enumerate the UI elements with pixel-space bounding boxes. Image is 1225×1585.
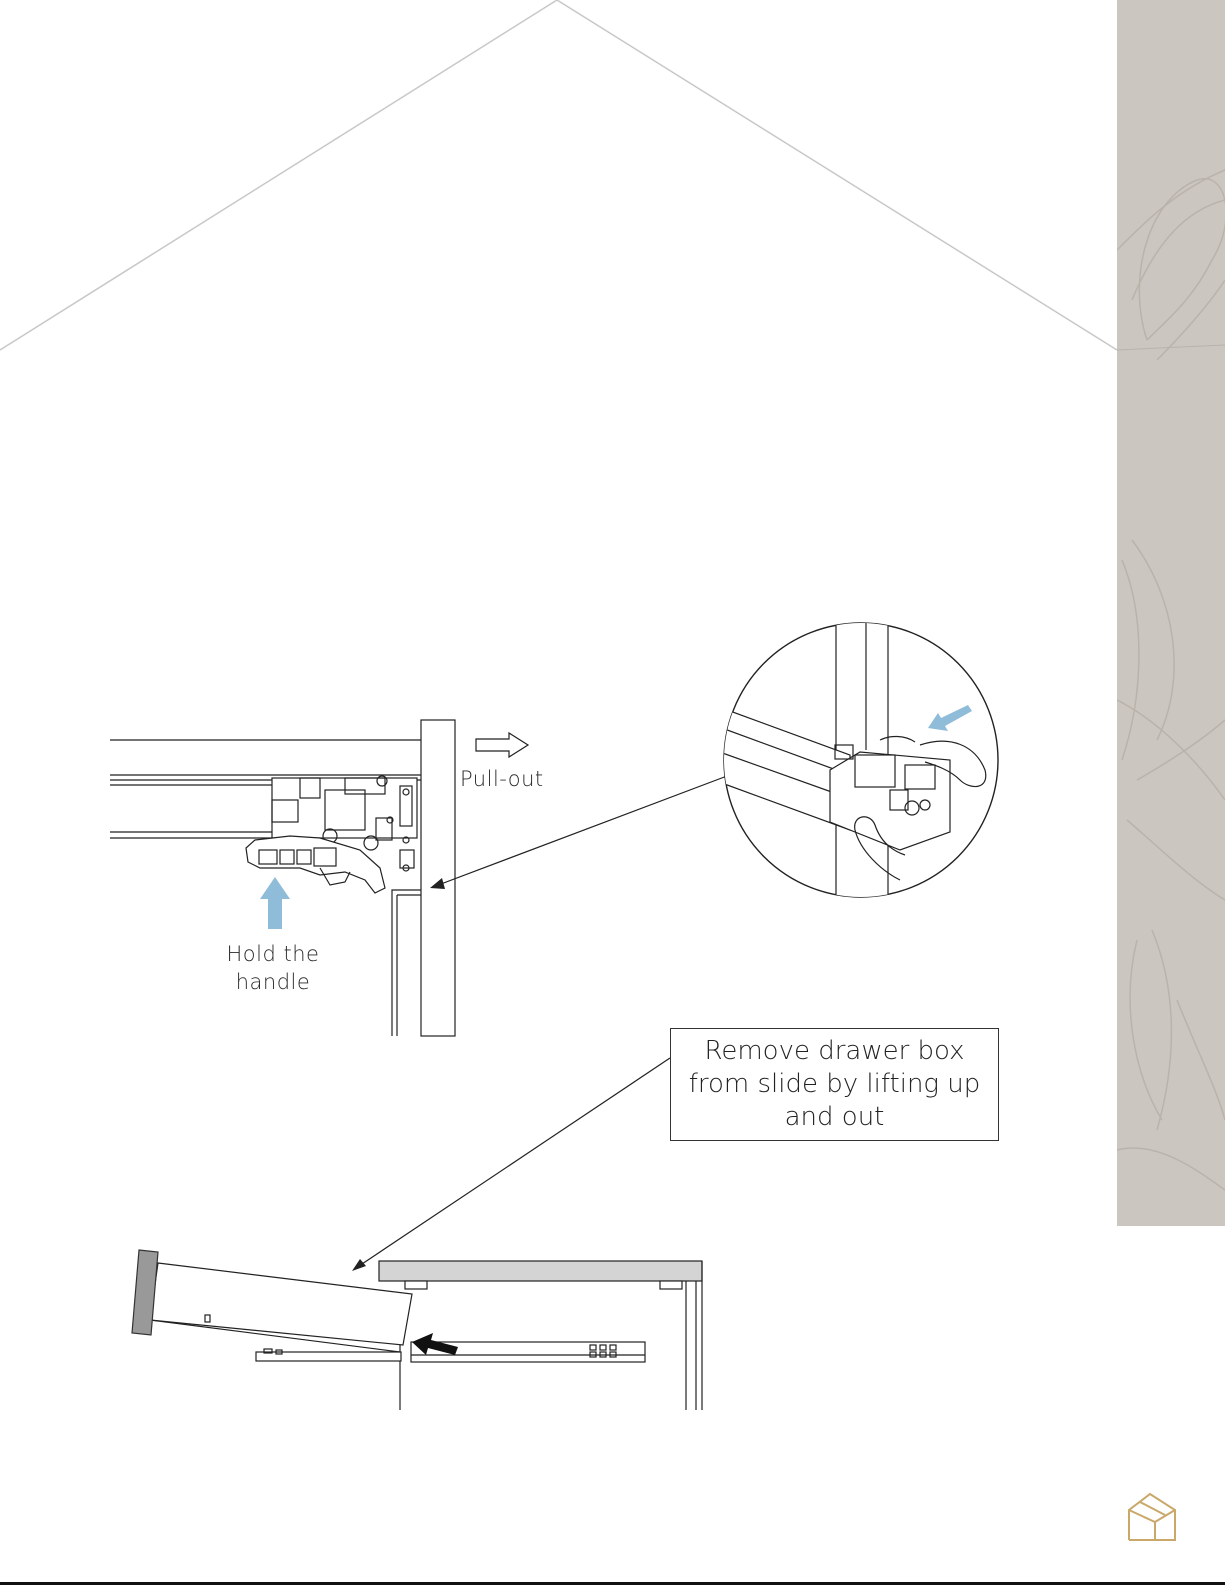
locking-clip-mechanism — [246, 776, 417, 893]
hold-handle-label: Hold the handle — [208, 940, 338, 996]
remove-instruction-text: Remove drawer box from slide by lifting … — [671, 1035, 998, 1134]
leader-line-remove — [356, 1058, 670, 1268]
leader-line-detail — [433, 776, 727, 887]
pull-out-label: Pull-out — [460, 767, 544, 791]
roof-outline — [0, 0, 1117, 350]
leader-arrowhead-remove — [352, 1259, 366, 1271]
hollow-arrow-right-icon — [476, 733, 528, 757]
detail-zoom-circle — [700, 600, 998, 910]
roof-outline-tail — [1117, 345, 1225, 350]
house-logo-icon — [1129, 1494, 1175, 1540]
drawer-removal-diagram — [132, 1250, 702, 1410]
remove-instruction-callout: Remove drawer box from slide by lifting … — [670, 1028, 999, 1141]
blue-arrow-up-icon — [260, 877, 290, 929]
